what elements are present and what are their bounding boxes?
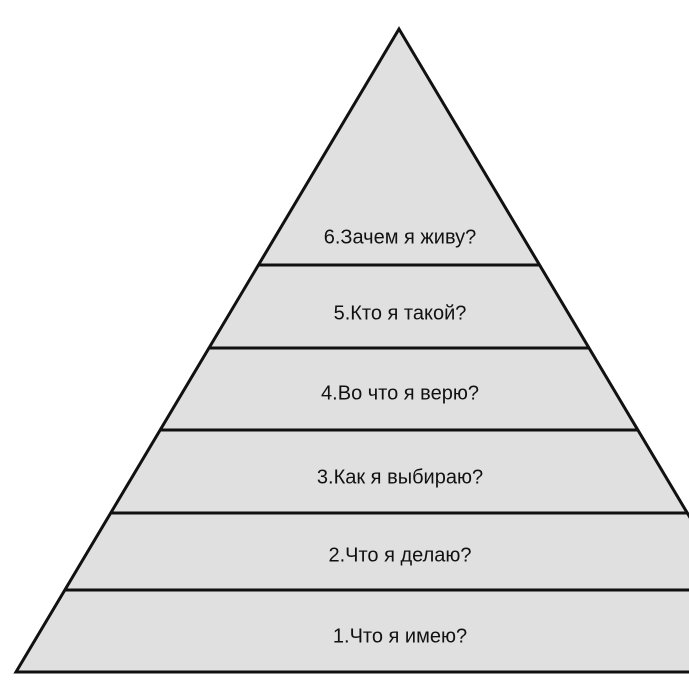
level-3-label: 3.Как я выбираю? xyxy=(317,466,483,488)
pyramid-body xyxy=(13,26,689,674)
level-5-label: 5.Кто я такой? xyxy=(334,302,467,324)
level-4-label: 4.Во что я верю? xyxy=(321,382,479,404)
level-1-label: 1.Что я имею? xyxy=(333,625,467,647)
level-6-label: 6.Зачем я живу? xyxy=(324,226,477,248)
level-2-label: 2.Что я делаю? xyxy=(328,544,471,566)
